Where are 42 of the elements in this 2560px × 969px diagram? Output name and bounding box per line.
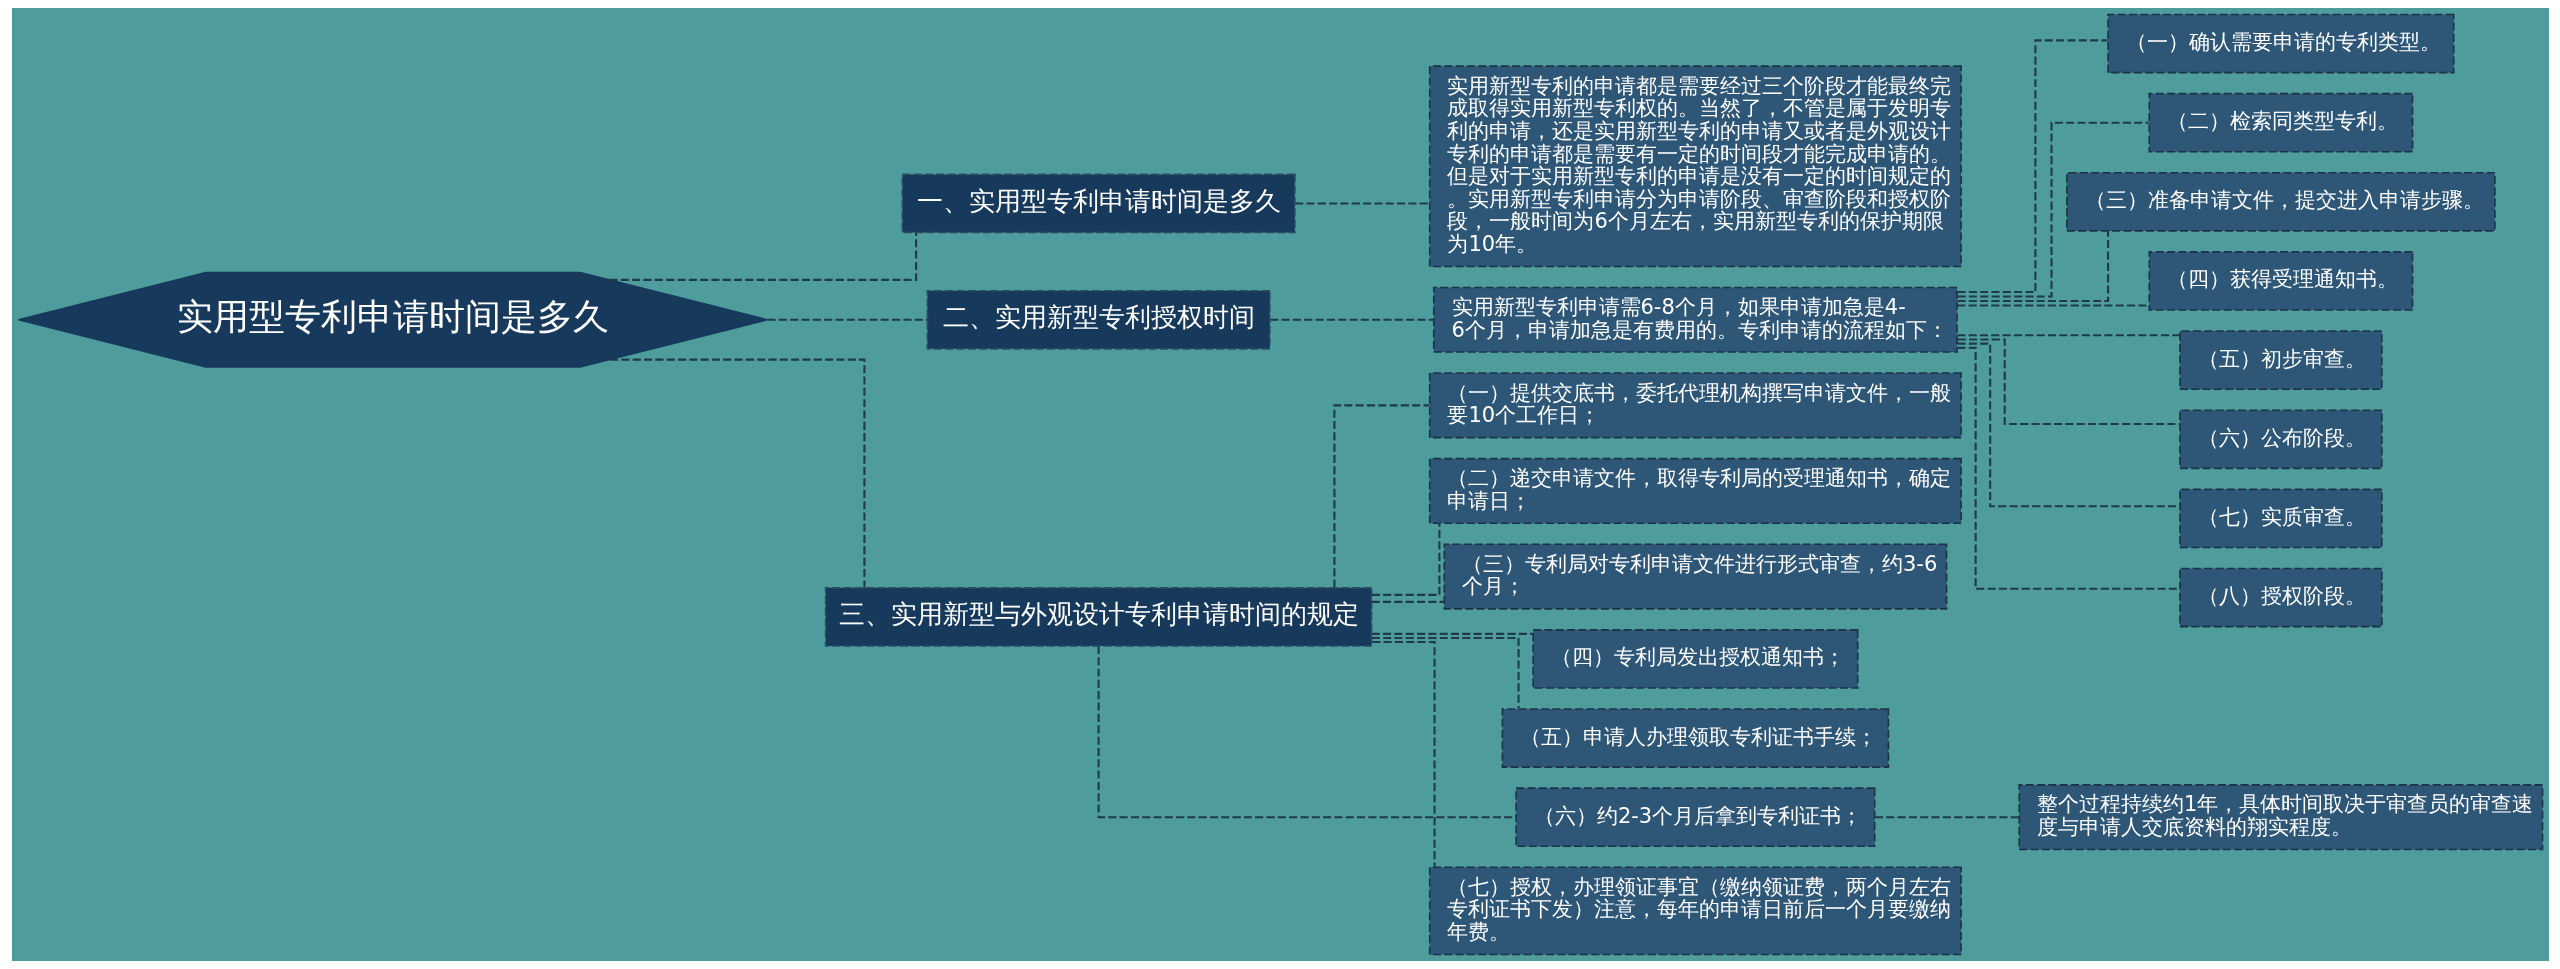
connector <box>767 318 927 321</box>
node-box: （七）实质审查。 <box>2178 488 2383 549</box>
node-box: （三）专利局对专利申请文件进行形式审查，约3-6个月； <box>1442 543 1947 610</box>
node-box: （一）提供交底书，委托代理机构撰写申请文件，一般要10个工作日； <box>1428 372 1962 439</box>
connector <box>609 232 917 281</box>
connector <box>1371 600 1444 603</box>
connector <box>1957 338 2180 425</box>
connector <box>1371 640 1436 868</box>
connector <box>1956 39 2108 294</box>
connector <box>1371 523 1440 596</box>
connector <box>1332 404 1429 588</box>
node-box: （二）递交申请文件，取得专利局的受理通知书，确定申请日； <box>1428 457 1962 525</box>
node-box: （五）初步审查。 <box>2178 330 2383 390</box>
node-box: 整个过程持续约1年，具体时间取决于审查员的审查速度与申请人交底资料的翔实程度。 <box>2017 784 2543 851</box>
node-box: 一、实用型专利申请时间是多久 <box>901 173 1296 234</box>
node-box: 实用新型专利的申请都是需要经过三个阶段才能最终完成取得实用新型专利权的。当然了，不管是属于发明专利的申请，还是实用新型专利的申请又或者是外观设计专利的申请都是需要有一定的时间段才能完成申请的。但是对于实用新型专利的申请是没有一定的时间规定的。实用新型专利申请分为申请阶段、审查阶段和授权阶段，一般时间为6个月左右，实用新型专利的保护期限为10年。 <box>1428 65 1962 268</box>
node-box: （六）公布阶段。 <box>2178 409 2383 470</box>
connector <box>1956 346 2180 590</box>
node-box: （二）检索同类型专利。 <box>2147 92 2413 153</box>
node-box: 三、实用新型与外观设计专利申请时间的规定 <box>824 587 1372 647</box>
node-box: （七）授权，办理领证事宜（缴纳领证费，两个月左右专利证书下发）注意，每年的申请日前后一个月要缴纳年费。 <box>1428 866 1962 956</box>
connector <box>1956 231 2109 303</box>
connector <box>1371 632 1533 635</box>
connector <box>1371 636 1520 709</box>
connector <box>1957 342 2180 508</box>
connector <box>1956 334 2180 337</box>
node-box: （三）准备申请文件，提交进入申请步骤。 <box>2065 171 2496 232</box>
node-box: （一）确认需要申请的专利类型。 <box>2106 13 2454 74</box>
connector <box>1874 816 2019 819</box>
connector <box>1957 121 2149 298</box>
node-box: 二、实用新型专利授权时间 <box>926 289 1271 350</box>
node-box: （四）获得受理通知书。 <box>2147 251 2413 311</box>
node-box: 实用新型专利申请需6-8个月，如果申请加急是4-6个月，申请加急是有费用的。专利申请的流程如下： <box>1432 286 1958 353</box>
node-box: （八）授权阶段。 <box>2178 567 2383 628</box>
node-box: （五）申请人办理领取专利证书手续； <box>1501 708 1889 768</box>
connector <box>609 358 865 588</box>
node-box: （六）约2-3个月后拿到专利证书； <box>1514 787 1875 848</box>
connector <box>1956 304 2149 307</box>
connector <box>1294 202 1430 205</box>
connector <box>1269 318 1434 321</box>
connector <box>1097 646 1516 819</box>
node-box: （四）专利局发出授权通知书； <box>1531 629 1859 689</box>
